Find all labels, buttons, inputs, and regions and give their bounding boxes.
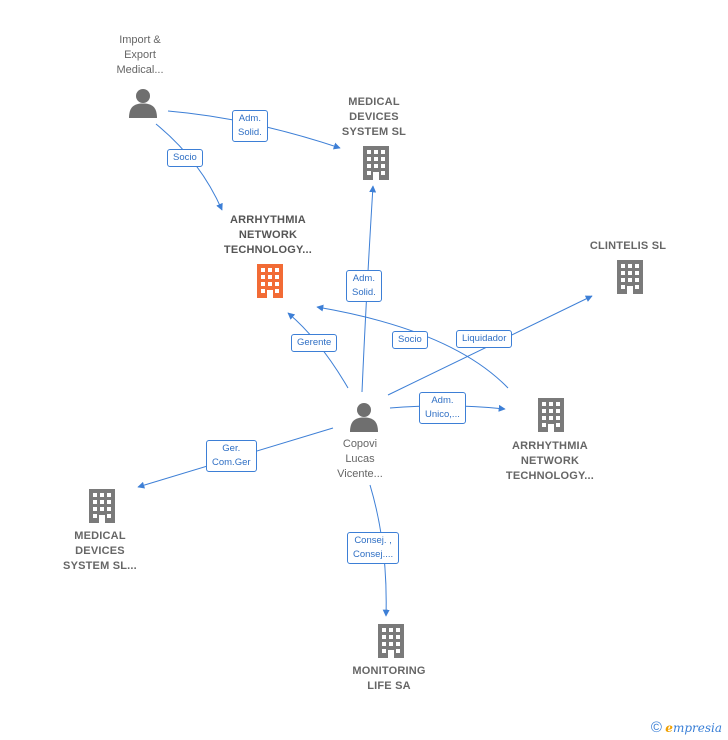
edge-label-socio: Socio <box>167 149 203 167</box>
edge-arrhythmia-right-to-main <box>316 304 509 389</box>
edge-label-socio: Socio <box>392 331 428 349</box>
person-icon[interactable] <box>129 89 157 118</box>
edge-label-ger-com: Ger. Com.Ger <box>206 440 257 472</box>
node-label-arrhythmia-right[interactable]: ARRHYTHMIA NETWORK TECHNOLOGY... <box>505 440 595 482</box>
edge-label-consej: Consej. , Consej.... <box>347 532 400 564</box>
brand-e: e <box>665 721 673 735</box>
edge-label-liquidador: Liquidador <box>456 330 513 348</box>
node-label-arrhythmia-main[interactable]: ARRHYTHMIA NETWORK TECHNOLOGY... <box>223 214 313 256</box>
edge-label-adm-unico: Adm. Unico,... <box>419 392 466 424</box>
building-icon[interactable] <box>89 489 115 523</box>
person-icon[interactable] <box>350 403 378 432</box>
edge-import-to-arrhythmia <box>155 123 223 211</box>
empresia-logo: © empresia <box>651 719 722 736</box>
node-label-medical-devices-bottom[interactable]: MEDICAL DEVICES SYSTEM SL... <box>63 530 137 572</box>
edge-label-adm-solid: Adm. Solid. <box>346 270 382 302</box>
node-label-monitoring-life[interactable]: MONITORING LIFE SA <box>352 665 426 692</box>
node-label-medical-devices-top[interactable]: MEDICAL DEVICES SYSTEM SL <box>341 96 407 138</box>
building-icon[interactable] <box>363 146 389 180</box>
building-icon[interactable] <box>378 624 404 658</box>
building-icon[interactable] <box>617 260 643 294</box>
building-icon[interactable] <box>538 398 564 432</box>
edge-label-adm-solid: Adm. Solid. <box>232 110 268 142</box>
copyright-icon: © <box>650 719 662 736</box>
node-label-clintelis[interactable]: CLINTELIS SL <box>589 240 667 252</box>
node-label-import-export[interactable]: Import & Export Medical... <box>116 34 164 76</box>
node-label-copovi[interactable]: Copovi Lucas Vicente... <box>337 438 383 480</box>
building-icon[interactable] <box>257 264 283 298</box>
brand-name: mpresia <box>672 721 722 735</box>
edge-label-gerente: Gerente <box>291 334 338 352</box>
